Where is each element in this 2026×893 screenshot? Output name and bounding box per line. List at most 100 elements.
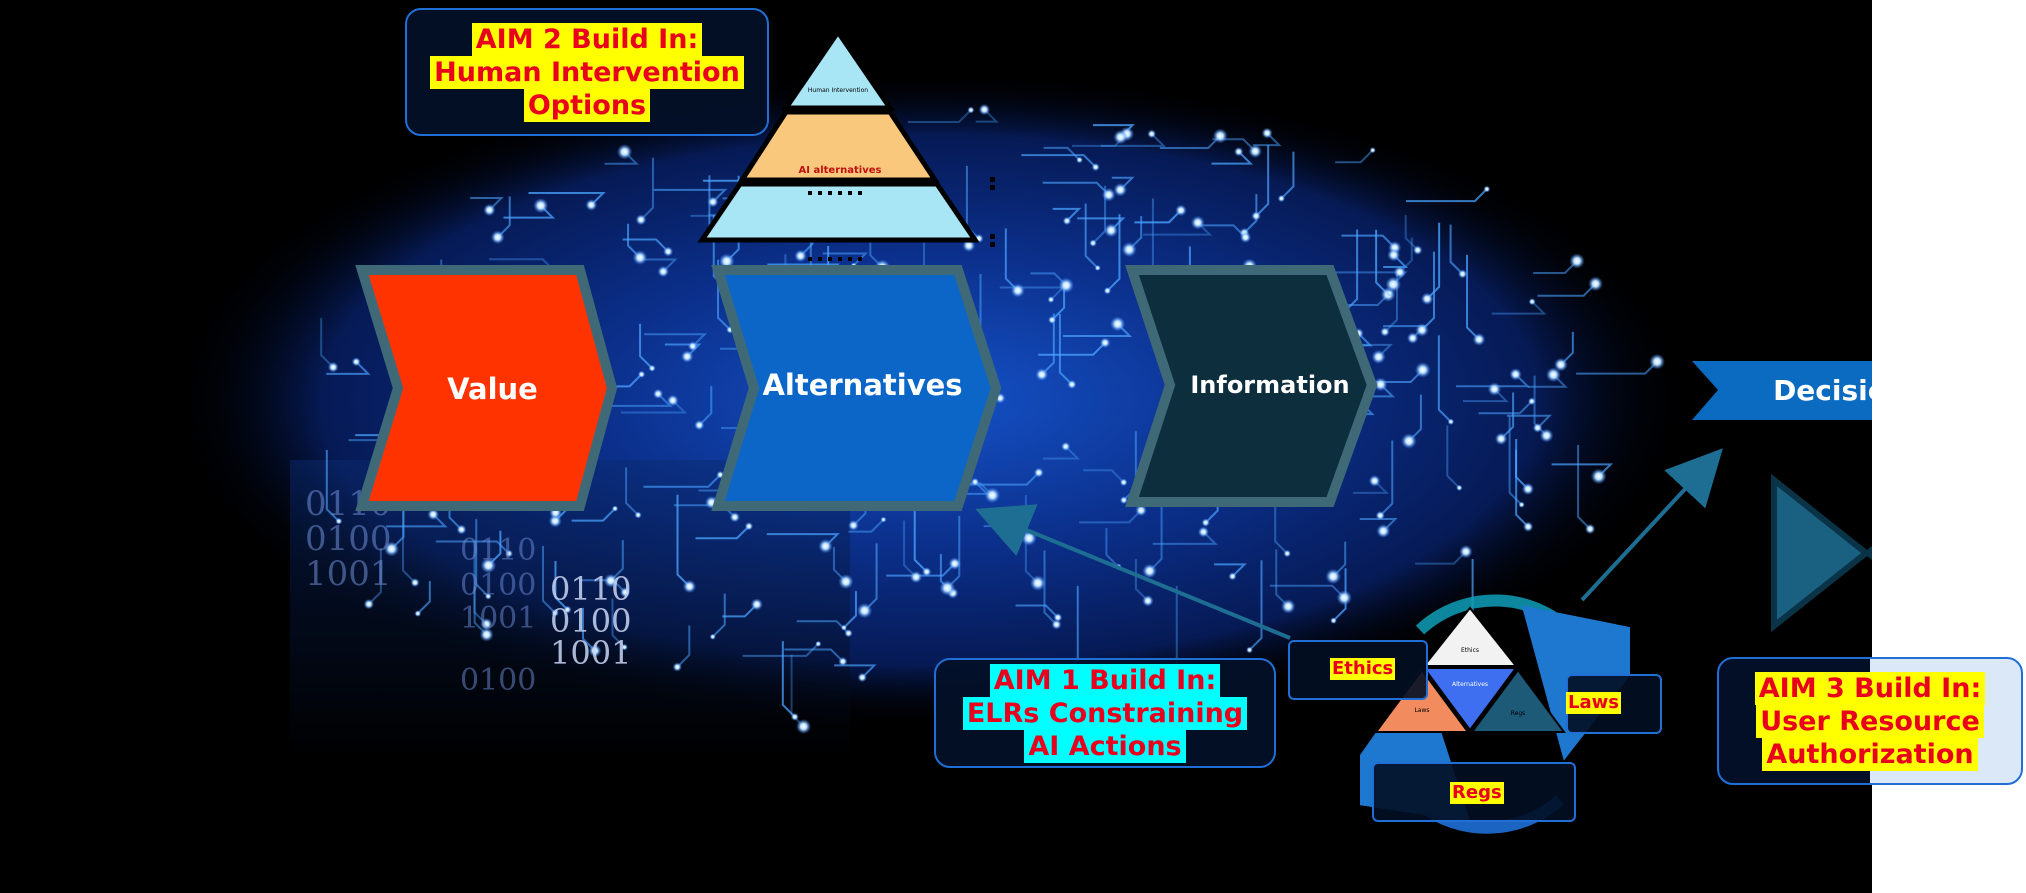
circuit-node <box>1197 526 1209 538</box>
circuit-node <box>744 522 754 531</box>
circuit-node <box>480 557 497 574</box>
circuit-node <box>857 672 867 683</box>
circuit-trace <box>1214 563 1247 578</box>
circuit-node <box>1175 204 1187 217</box>
circuit-node <box>948 557 962 570</box>
circuit-node <box>335 517 343 525</box>
circuit-trace <box>1506 414 1553 429</box>
circuit-trace <box>625 467 639 516</box>
circuit-trace <box>611 598 626 648</box>
cycle-tri-top <box>1421 606 1519 667</box>
circuit-trace <box>1253 132 1282 147</box>
circuit-node <box>922 567 932 577</box>
circuit-node <box>1527 397 1536 406</box>
circuit-trace <box>326 361 371 375</box>
circuit-node <box>680 350 694 363</box>
circuit-node <box>1588 276 1603 292</box>
circuit-node <box>1076 156 1083 164</box>
circuit-trace <box>542 545 556 614</box>
circuit-node <box>1420 292 1434 306</box>
circuit-node <box>648 364 656 372</box>
circuit-node <box>657 265 670 278</box>
aim1-arrow <box>975 504 1291 640</box>
circuit-trace <box>695 525 750 540</box>
pyramid-top <box>781 28 895 111</box>
circuit-node <box>588 644 602 657</box>
circuit-node <box>815 640 822 647</box>
circuit-node <box>694 420 705 431</box>
information-chevron <box>1125 265 1378 507</box>
circuit-node <box>663 246 674 257</box>
background-panel: 0110 0100 1001 0110 0100 1001 0110 0100 … <box>0 0 1872 893</box>
circuit-node <box>480 617 493 631</box>
circuit-node <box>1212 128 1228 144</box>
circuit-node <box>456 524 467 535</box>
laws-label: Laws <box>1566 692 1621 714</box>
aim2-line2: Human Intervention <box>430 55 744 89</box>
circuit-node <box>1456 484 1463 492</box>
circuit-node <box>1119 478 1128 487</box>
circuit-trace <box>1021 154 1097 168</box>
circuit-node <box>970 477 980 486</box>
circuit-node <box>1277 194 1286 203</box>
pyramid-base <box>697 181 980 243</box>
aim2-callout: AIM 2 Build In: Human Intervention Optio… <box>405 8 769 136</box>
circuit-node <box>1371 349 1386 364</box>
process-chevrons <box>355 265 1872 640</box>
circuit-node <box>687 341 698 352</box>
circuit-trace <box>1248 560 1263 651</box>
circuit-node <box>1142 595 1154 607</box>
circuit-trace <box>571 507 616 522</box>
circuit-node <box>709 633 716 640</box>
circuit-node <box>1248 144 1263 159</box>
circuit-node <box>611 505 619 512</box>
circuit-node <box>1472 333 1486 346</box>
circuit-node <box>984 487 1001 504</box>
circuit-trace <box>1084 203 1099 269</box>
circuit-node <box>978 103 991 116</box>
circuit-trace <box>644 333 708 347</box>
circuit-node <box>484 592 492 600</box>
circuit-trace <box>1052 207 1082 222</box>
circuit-node <box>1239 231 1252 243</box>
circuit-node <box>707 196 719 208</box>
circuit-node <box>1113 182 1128 197</box>
circuit-node <box>1051 619 1062 630</box>
svg-text:0100: 0100 <box>460 663 536 698</box>
circuit-node <box>1091 162 1100 172</box>
circuit-node <box>483 203 496 217</box>
circuit-node <box>1375 510 1385 521</box>
circuit-node <box>1101 187 1116 202</box>
circuit-node <box>1412 245 1423 255</box>
circuit-node <box>1135 504 1147 517</box>
circuit-node <box>1522 521 1534 532</box>
circuit-node <box>967 106 975 114</box>
circuit-node <box>1539 428 1554 443</box>
aim1-line2: ELRs Constraining <box>962 696 1248 730</box>
circuit-trace <box>1515 439 1529 528</box>
circuit-trace <box>1058 313 1073 386</box>
circuit-node <box>1035 368 1049 381</box>
circuit-trace <box>1211 150 1254 165</box>
circuit-node <box>1201 518 1210 527</box>
circuit-node <box>1569 253 1585 269</box>
circuit-node <box>1385 276 1402 293</box>
circuit-trace <box>1405 188 1488 203</box>
circuit-node <box>1147 129 1157 139</box>
circuit-node <box>818 538 833 554</box>
circuit-node <box>794 249 807 263</box>
circuit-node <box>1487 382 1502 396</box>
circuit-trace <box>1344 229 1359 312</box>
circuit-node <box>616 144 633 160</box>
circuit-node <box>1142 563 1157 579</box>
circuit-trace <box>1152 531 1218 545</box>
circuit-node <box>1336 590 1352 606</box>
circuit-node <box>1553 357 1568 372</box>
circuit-trace <box>1332 568 1347 622</box>
circuit-trace <box>639 323 653 369</box>
circuit-node <box>1545 367 1561 383</box>
circuit-node <box>1376 524 1391 539</box>
alternatives-chevron <box>711 265 1002 511</box>
circuit-node <box>1099 337 1111 349</box>
pyramid-dots <box>808 177 995 261</box>
